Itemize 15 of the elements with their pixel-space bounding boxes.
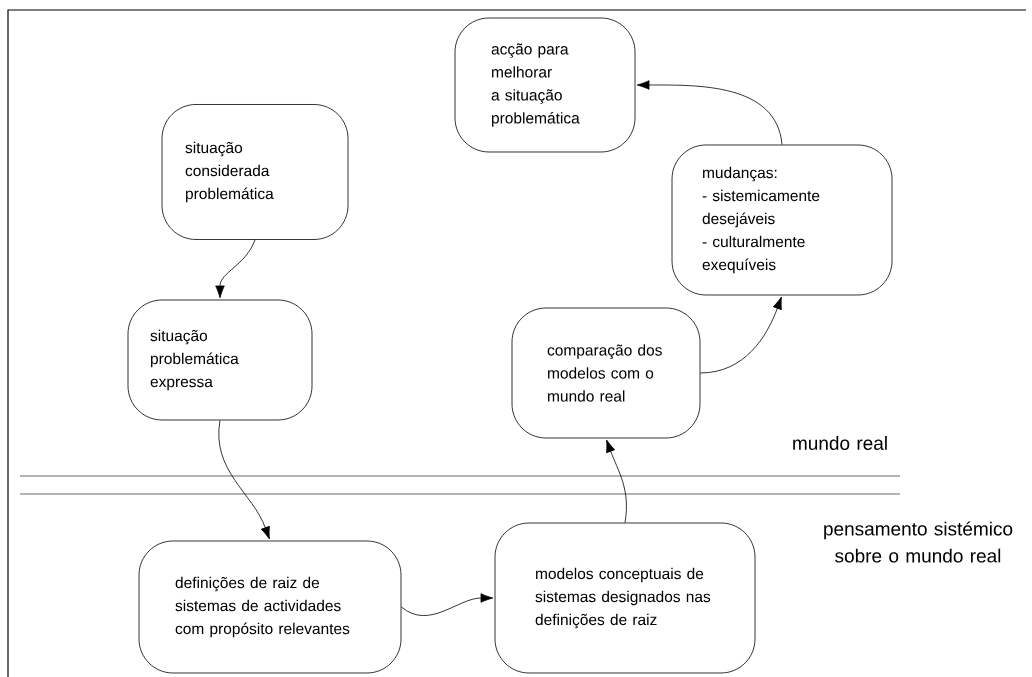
rounded-box: definições de raiz de sistemas de actividades com propósito relevantes: [138, 540, 402, 674]
region-label: pensamento sistémico sobre o mundo real: [824, 521, 1013, 563]
rounded-box: comparação dos modelos com o mundo real: [511, 307, 701, 439]
arrow: [606, 439, 627, 523]
rounded-box: acção para melhorar a situação problemática: [454, 17, 636, 153]
rounded-box: modelos conceptuais de sistemas designados nas definições de raiz: [494, 522, 756, 674]
rounded-box: situação problemática expressa: [127, 299, 313, 421]
arrow: [636, 80, 783, 145]
arrow: [218, 420, 270, 540]
arrow: [700, 296, 782, 374]
rounded-box: situação considerada problemática: [161, 104, 349, 240]
arrow: [215, 239, 256, 299]
arrow: [401, 593, 494, 616]
rounded-box: mudanças: - sistemicamente desejáveis - culturalmente exequíveis: [671, 144, 893, 296]
region-label: mundo real: [793, 436, 887, 450]
